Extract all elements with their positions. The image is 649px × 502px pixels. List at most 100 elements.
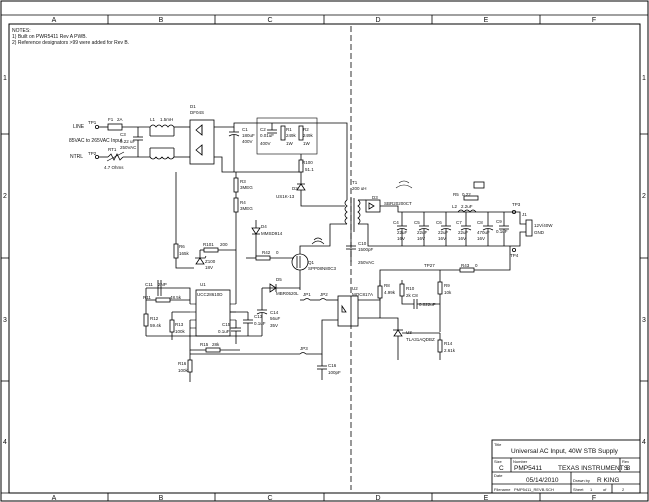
tp4-terminal: [512, 247, 517, 252]
c16-ref: C16: [328, 363, 337, 368]
date-label: Date: [494, 473, 503, 478]
tp-box: [473, 181, 485, 189]
row-label-left-3: 3: [3, 317, 7, 324]
note-line-2: 2) Reference designators >99 were added …: [12, 40, 129, 46]
optocoupler-u2: [337, 295, 359, 327]
choke-l1: [149, 124, 175, 160]
f1-value: 2A: [117, 117, 123, 122]
row-label-left-1: 1: [3, 75, 7, 82]
hv-rail: C1 180uF 400V C2 0.01uF 400V R1 249k 1W …: [214, 117, 348, 258]
input-range-label: 85VAC to 265VAC Input: [69, 138, 123, 144]
number-value: PMP5411: [514, 465, 542, 472]
tp4-ref: TP4: [510, 253, 519, 258]
row-label-right-1: 1: [642, 75, 646, 82]
r15-ref: R15: [200, 342, 209, 347]
u3-ref: U3: [406, 330, 412, 335]
r101-value: 200: [220, 242, 228, 247]
output-rating-label: 12V/40W: [534, 223, 553, 228]
r43-value: 0: [475, 263, 478, 268]
r1-ref: R1: [286, 127, 292, 132]
c9-ref: C9: [496, 219, 502, 224]
t1-ref: T1: [352, 180, 358, 185]
c1-ref: C1: [242, 127, 248, 132]
rt1-value: 4.7 Ohms: [104, 165, 124, 170]
notes-heading: NOTES:: [12, 28, 31, 34]
tp1-terminal: [95, 125, 100, 130]
r9-ref: R9: [444, 283, 450, 288]
output-capacitors: [396, 212, 494, 246]
column-label-top-b: B: [159, 17, 164, 24]
output-gnd-label: GND: [534, 230, 545, 235]
c14-value: 56uF: [270, 316, 281, 321]
c4-ref: C4: [393, 220, 399, 225]
r2-power: 1W: [303, 141, 311, 146]
size-value: C: [499, 465, 504, 472]
drawing-title: Universal AC Input, 40W STB Supply: [511, 448, 619, 455]
ntrl-label: NTRL: [70, 154, 83, 160]
r101-ref: R101: [203, 242, 214, 247]
r16-ref: R16: [178, 361, 187, 366]
c2-rating: 400V: [260, 141, 271, 146]
c7-rating: 16V: [458, 236, 466, 241]
r11-value: 48.5k: [170, 295, 182, 300]
r42-ref: R42: [262, 250, 271, 255]
column-label-bottom-c: C: [267, 495, 272, 502]
size-label: Size: [494, 459, 503, 464]
sheet-value: 1: [590, 487, 593, 492]
c8-rating: 16V: [477, 236, 485, 241]
feedback-section: U2 MOC817A TP27 R43 0 R8 4.99k R10 2k C8…: [337, 246, 511, 360]
r12-value: 59.4k: [150, 323, 162, 328]
r13-ref: R13: [175, 322, 184, 327]
r11-ref: R11: [143, 295, 151, 300]
rev-value: B: [626, 465, 630, 472]
title-label: Title: [494, 442, 502, 447]
column-label-bottom-d: D: [375, 495, 380, 502]
column-label-bottom-f: F: [592, 495, 596, 502]
d1-part: DF04S: [190, 110, 204, 115]
r14-ref: R14: [444, 341, 453, 346]
row-label-left-2: 2: [3, 193, 7, 200]
input-section: LINE TP1 85VAC to 265VAC Input NTRL TP2 …: [69, 104, 215, 170]
row-label-right-2: 2: [642, 193, 646, 200]
d2-ref: D2: [292, 186, 298, 191]
tp3-ref: TP3: [512, 202, 521, 207]
sheet-label: Sheet: [573, 487, 584, 492]
d3-part: SBR20200CT: [384, 201, 412, 206]
q1-ref: Q1: [308, 260, 315, 265]
c6-value: 22uF: [438, 230, 449, 235]
transformer-t1: T1 200 uH: [329, 180, 367, 240]
jp1-ref: JP1: [303, 292, 311, 297]
u2-part: MOC817A: [352, 292, 373, 297]
c10-value: 1500pF: [358, 247, 374, 252]
r15-value: 28k: [212, 342, 220, 347]
row-label-right-3: 3: [642, 317, 646, 324]
column-label-bottom-a: A: [52, 495, 57, 502]
c1-rating: 400V: [242, 139, 253, 144]
c5-rating: 16V: [417, 236, 425, 241]
r1-value: 249k: [286, 133, 297, 138]
c6-rating: 16V: [438, 236, 446, 241]
c13-value: 0.1uF: [254, 321, 266, 326]
c13-ref: C13: [254, 314, 263, 319]
c16-value: 100pF: [328, 370, 341, 375]
controller-section: R6 165k R101 200 Z100 18V R42 0 Q1 SPP08…: [143, 172, 341, 382]
c4-value: 22uF: [397, 230, 408, 235]
row-label-left-4: 4: [3, 439, 7, 446]
u3-part: TLA31AQDBZ: [406, 337, 435, 342]
l1-value: 1.5mH: [160, 117, 173, 122]
d1-ref: D1: [190, 104, 196, 109]
r16-value: 100k: [178, 368, 189, 373]
r2-value: 249k: [303, 133, 314, 138]
row-label-right-4: 4: [642, 439, 646, 446]
shunt-regulator-u3: [393, 329, 403, 337]
u2-ref: U2: [352, 286, 358, 291]
column-label-top-f: F: [592, 17, 596, 24]
l2-ref: L2: [452, 204, 458, 209]
c3-rating: 250VAC: [120, 145, 137, 150]
jp3-ref: JP3: [300, 346, 308, 351]
number-label: Number: [513, 459, 528, 464]
q1-part: SPP08N80C3: [308, 266, 337, 271]
c4-rating: 16V: [397, 236, 405, 241]
d5-ref: D5: [276, 277, 282, 282]
